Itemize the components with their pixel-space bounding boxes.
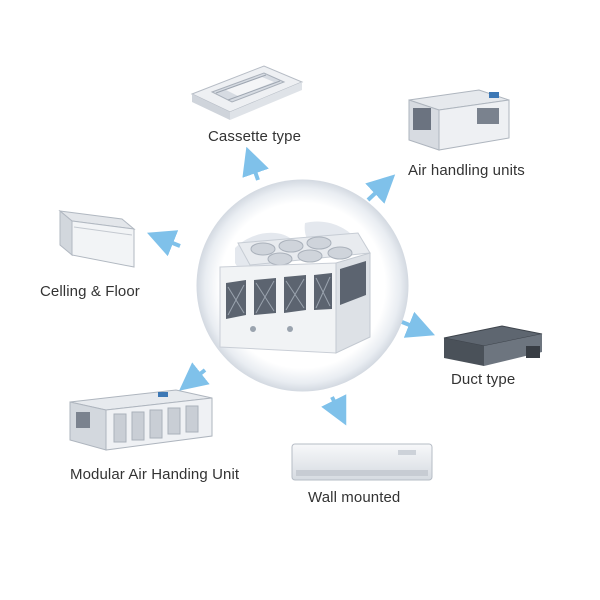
arrow-to-modular-ahu xyxy=(179,362,210,391)
central-outdoor-unit xyxy=(218,225,373,355)
arrow-to-cassette xyxy=(242,146,269,181)
duct-unit-image xyxy=(440,320,546,372)
label-wall: Wall mounted xyxy=(308,489,401,506)
label-ceiling-floor: Celling & Floor xyxy=(40,283,140,300)
cassette-unit-image xyxy=(186,60,306,124)
label-modular-ahu: Modular Air Handing Unit xyxy=(70,466,240,483)
arrow-to-ahu xyxy=(365,174,396,204)
arrow-to-duct xyxy=(401,311,435,338)
label-cassette: Cassette type xyxy=(208,128,302,145)
arrow-to-ceiling-floor xyxy=(147,230,181,257)
wall-unit-image xyxy=(290,442,434,484)
label-ahu: Air handling units xyxy=(408,162,525,179)
modular-ahu-image xyxy=(66,384,216,456)
ceiling-floor-unit-image xyxy=(52,205,142,275)
label-duct: Duct type xyxy=(451,371,516,388)
arrow-to-wall xyxy=(321,394,347,426)
ahu-image xyxy=(405,86,515,156)
